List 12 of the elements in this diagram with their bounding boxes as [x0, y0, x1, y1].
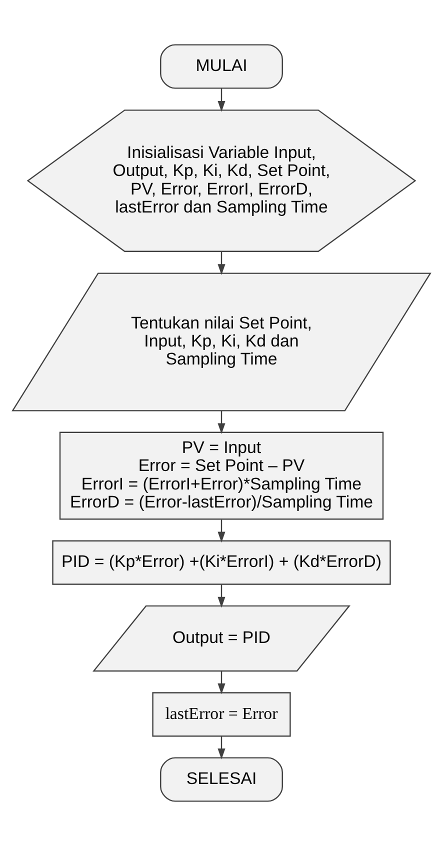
node-box: MULAI — [160, 44, 283, 88]
node-box: PID = (Kp*Error) +(Ki*ErrorI) + (Kd*ErrorD) — [52, 540, 391, 584]
arrow — [218, 251, 226, 275]
arrow — [218, 519, 226, 542]
arrow — [218, 670, 226, 694]
arrow — [218, 736, 226, 759]
arrow — [218, 88, 226, 112]
node-box: PV = Input Error = Set Point – PV ErrorI = (ErrorI+Error)*Sampling Time ErrorD = (Error-lastError)/Sampling Time — [59, 431, 384, 520]
arrow — [218, 410, 226, 434]
node-box: lastError = Error — [152, 692, 291, 736]
node-box: SELESAI — [160, 756, 283, 802]
arrow — [218, 584, 226, 608]
